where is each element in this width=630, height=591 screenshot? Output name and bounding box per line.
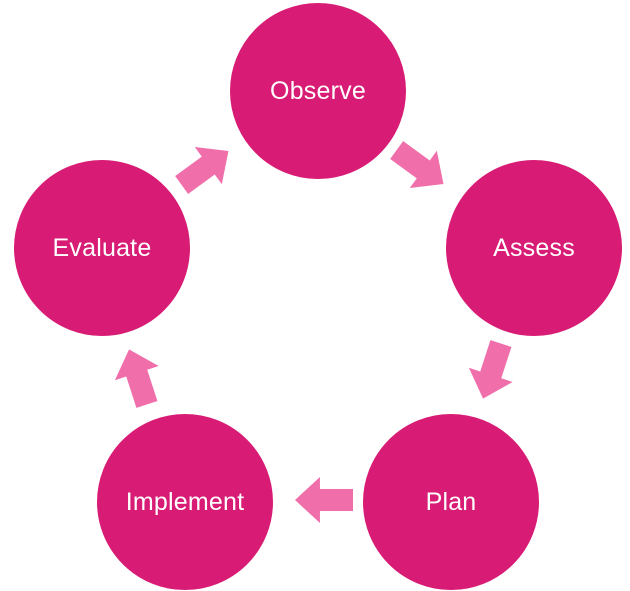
- node-label-implement: Implement: [125, 487, 245, 516]
- arrow-icon-observe-to-assess: [383, 131, 457, 202]
- arrow-icon-implement-to-evaluate: [107, 342, 169, 411]
- arrow-icon-evaluate-to-observe: [168, 132, 242, 203]
- arrow-icon-plan-to-implement: [295, 477, 353, 523]
- cycle-node-evaluate: Evaluate: [12, 158, 192, 338]
- arrow-icon-assess-to-plan: [461, 336, 523, 405]
- node-label-plan: Plan: [425, 487, 477, 516]
- node-label-observe: Observe: [270, 76, 366, 105]
- cycle-node-plan: Plan: [361, 412, 541, 591]
- node-label-assess: Assess: [493, 233, 575, 262]
- cycle-node-implement: Implement: [95, 412, 275, 591]
- cycle-node-assess: Assess: [444, 158, 624, 338]
- cycle-node-observe: Observe: [228, 1, 408, 181]
- node-label-evaluate: Evaluate: [52, 233, 152, 262]
